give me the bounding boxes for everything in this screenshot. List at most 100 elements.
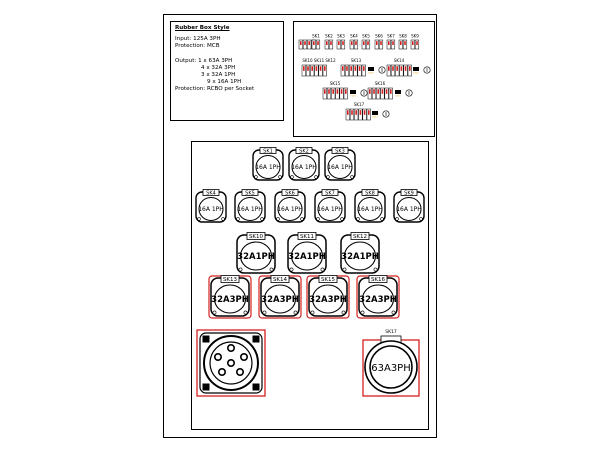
breaker-toggle: [377, 89, 379, 94]
breaker-toggle: [354, 66, 357, 71]
mcb-sk1: [311, 39, 321, 50]
breaker-toggle: [368, 110, 370, 115]
socket-id-label: SK11: [300, 234, 314, 240]
breaker-toggle: [400, 41, 402, 45]
mcb-sk7: [386, 39, 396, 50]
screw-icon: [243, 310, 248, 315]
breaker-toggle: [392, 41, 394, 45]
socket-face: [198, 197, 224, 221]
mcb-sk9: [410, 39, 420, 50]
rcbo-test-block: [413, 67, 419, 71]
socket-rating-label: 16A 1PH: [317, 206, 343, 213]
socket-face: [327, 155, 353, 179]
breaker-toggle: [385, 89, 388, 94]
rcbo-indicator-dot: [399, 95, 401, 97]
screw-icon: [373, 267, 378, 272]
socket-id-label: SK3: [335, 149, 345, 155]
breaker-toggle: [404, 41, 406, 45]
rcbo-sk10-12: [301, 64, 327, 77]
rcbo-indicator-dot: [395, 95, 397, 97]
breaker-toggle: [390, 89, 392, 94]
screw-icon: [391, 310, 396, 315]
socket-rating-label: 32A3PH: [211, 295, 249, 305]
breaker-toggle: [342, 66, 344, 71]
socket-tab: [220, 275, 240, 283]
inlet-125a: [196, 329, 266, 397]
rcbo-indicator-dot: [353, 95, 355, 97]
breaker-toggle: [369, 89, 371, 94]
socket-tab: [318, 275, 338, 283]
screw-icon: [320, 267, 325, 272]
breaker-toggle: [367, 41, 369, 45]
screw-icon: [221, 217, 225, 221]
breaker-toggle: [355, 41, 357, 45]
inlet-pin: [240, 352, 249, 361]
breaker-toggle: [345, 89, 347, 94]
socket-face: [277, 197, 303, 221]
breaker-toggle: [342, 41, 344, 45]
breaker-toggle: [328, 89, 330, 94]
socket-face: [237, 197, 263, 221]
socket-tab: [246, 232, 266, 240]
mcb-label-sk2: SK2: [325, 34, 333, 39]
breaker-toggle: [376, 41, 378, 45]
spec-output-2: 4 x 32A 3PH: [201, 64, 236, 71]
socket-id-label: SK6: [285, 191, 295, 197]
rcbo-sk13-indicators: [368, 66, 386, 74]
inlet-pin: [227, 358, 236, 367]
socket-face: [369, 345, 413, 389]
socket-face: [290, 241, 324, 271]
screw-icon: [395, 217, 399, 221]
screw-icon: [340, 217, 344, 221]
socket-face: [396, 197, 422, 221]
mcb-label-sk3: SK3: [337, 34, 345, 39]
screw-icon: [236, 217, 240, 221]
screw-icon: [278, 175, 282, 179]
spec-output-3: 3 x 32A 1PH: [201, 72, 236, 79]
screw-icon: [269, 267, 274, 272]
breaker-toggle: [363, 41, 365, 45]
mcb-sk2: [324, 39, 334, 50]
breaker-toggle: [396, 66, 398, 71]
socket-panel: [191, 141, 429, 430]
rcbo-indicator-dot: [369, 72, 371, 74]
rcbo-sk17-indicators: [372, 110, 390, 118]
screw-icon: [254, 175, 258, 179]
screw-icon: [342, 267, 347, 272]
socket-id-label: SK8: [365, 191, 375, 197]
rcbo-sk13: [340, 64, 366, 77]
socket-face: [311, 284, 345, 314]
screw-icon: [419, 217, 423, 221]
breaker-toggle: [317, 41, 319, 45]
spec-input: Input: 125A 3PH: [175, 36, 221, 43]
socket-face: [239, 241, 273, 271]
breaker-toggle: [404, 66, 407, 71]
breaker-toggle: [340, 89, 343, 94]
breaker-toggle: [347, 110, 349, 115]
breaker-toggle: [308, 41, 310, 45]
socket-face: [357, 197, 383, 221]
rcbo-label-sk10-12: SK10 SK11 SK12: [302, 58, 336, 63]
rcbo-indicator-dot: [373, 116, 375, 118]
rcbo-sk15: [322, 87, 348, 100]
breaker-toggle: [412, 41, 414, 45]
socket-tab: [297, 232, 317, 240]
screw-icon: [350, 175, 354, 179]
rcbo-indicator-dot: [375, 116, 377, 118]
socket-rating-label: 32A3PH: [261, 295, 299, 305]
screw-icon: [314, 175, 318, 179]
spec-title: Rubber Box Style: [175, 25, 230, 31]
breaker-toggle: [346, 66, 348, 71]
rcbo-sk16-indicators: [395, 89, 413, 97]
breaker-toggle: [313, 41, 315, 45]
socket-tab: [400, 189, 418, 196]
socket-tab: [259, 147, 277, 154]
